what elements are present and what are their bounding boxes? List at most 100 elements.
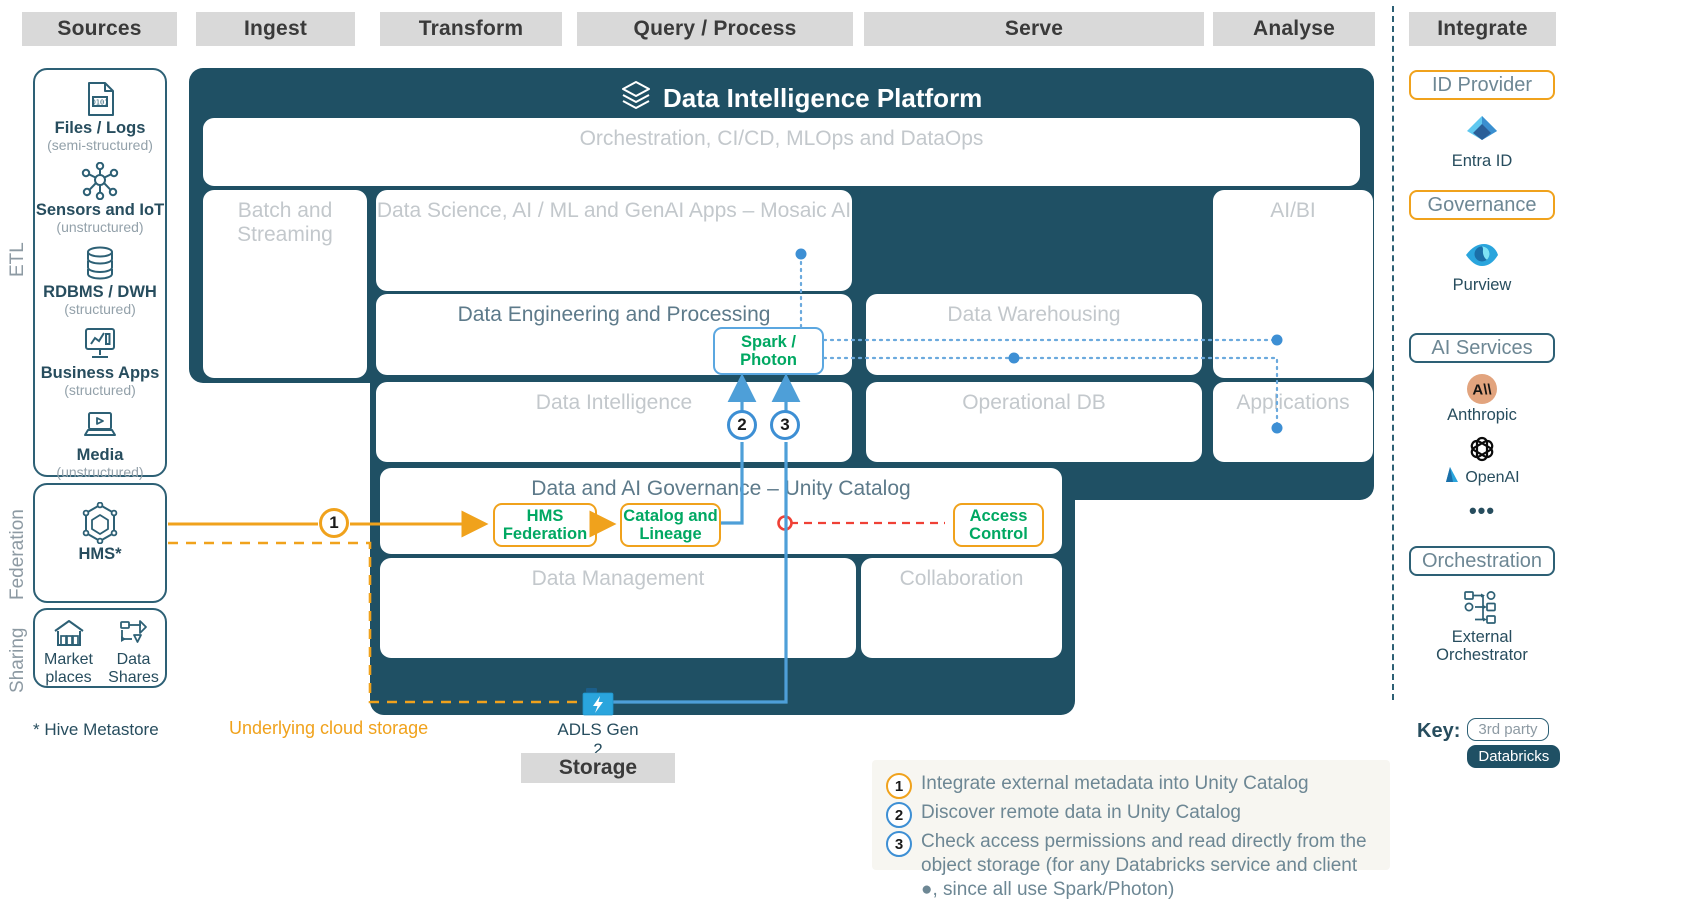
rail-label-federation: Federation [6,490,30,620]
box-label: Orchestration, CI/CD, MLOps and DataOps [579,127,984,150]
openai-icon [1409,432,1555,466]
pill-label: Governance [1427,193,1537,216]
catalog-line1: Catalog and [623,506,718,525]
pill-label: ID Provider [1431,73,1533,96]
box-collaboration[interactable]: Collaboration [861,558,1062,658]
sharing-card: Market places Data Shares [33,608,167,688]
federation-name: HMS* [78,545,122,563]
step-circle-3[interactable]: 3 [770,410,800,440]
box-batch-streaming[interactable]: Batch and Streaming [203,190,367,378]
box-access-control[interactable]: Access Control [953,503,1044,547]
step-number: 3 [780,415,790,434]
source-item-media[interactable]: Media (unstructured) [35,407,165,480]
purview-icon [1409,234,1555,276]
box-mosaic-ai[interactable]: Data Science, AI / ML and GenAI Apps – M… [376,190,852,291]
integrate-item-name-line2: Orchestrator [1436,646,1528,665]
federation-item-hms: HMS* [35,502,165,564]
box-ai-bi[interactable]: AI/BI [1213,190,1373,378]
box-operational-db[interactable]: Operational DB [866,382,1202,462]
phase-query-process: Query / Process [577,12,853,46]
source-sub: (unstructured) [56,218,144,235]
source-sub: (structured) [64,381,136,398]
source-item-sensors-iot[interactable]: Sensors and IoT (unstructured) [35,162,165,235]
step-circle-1[interactable]: 1 [319,508,349,538]
source-name: Media [76,446,124,464]
adls-gen2-node[interactable]: ADLS Gen 2 [553,686,643,760]
box-data-warehousing[interactable]: Data Warehousing [866,294,1202,375]
rail-label-sharing: Sharing [6,615,30,705]
database-icon [35,244,165,282]
source-sub: (structured) [64,300,136,317]
legend-row-3: 3 Check access permissions and read dire… [886,830,1374,902]
phase-ingest: Ingest [196,12,355,46]
box-applications[interactable]: Applications [1213,382,1373,462]
box-spark-photon[interactable]: Spark / Photon [713,327,824,375]
integrate-item-more: ••• [1409,498,1555,524]
legend-text: Discover remote data in Unity Catalog [921,802,1241,823]
phase-label: Sources [57,17,142,40]
box-label: Operational DB [962,391,1106,414]
sharing-name-line2: Shares [108,669,159,686]
box-label: Data Warehousing [947,303,1121,326]
step-circle-2[interactable]: 2 [727,410,757,440]
spark-line2: Photon [740,351,797,369]
integrate-item-name-line1: External [1451,628,1513,646]
iot-network-icon [35,162,165,200]
source-name: RDBMS / DWH [43,283,157,301]
marketplace-icon [37,617,100,649]
key-tag-third-party: 3rd party [1467,718,1549,741]
anthropic-icon: A\\ [1409,372,1555,406]
sources-etl-card: 0101 Files / Logs (semi-structured) Sens… [33,68,167,480]
integrate-item-purview[interactable]: Purview [1409,234,1555,294]
pill-ai-services[interactable]: AI Services [1409,333,1555,363]
legend-row-1: 1 Integrate external metadata into Unity… [886,772,1374,799]
source-item-business-apps[interactable]: Business Apps (structured) [35,325,165,398]
box-label: Data Science, AI / ML and GenAI Apps – M… [376,199,852,222]
source-sub: (semi-structured) [47,136,153,153]
key-label: Key: [1417,720,1461,742]
source-item-rdbms-dwh[interactable]: RDBMS / DWH (structured) [35,244,165,317]
sharing-item-marketplaces[interactable]: Market places [37,617,100,687]
rail-text: ETL [7,242,28,278]
integrate-item-name: Purview [1452,276,1512,294]
box-data-management[interactable]: Data Management [380,558,856,658]
box-hms-federation[interactable]: HMS Federation [493,503,597,547]
source-item-files-logs[interactable]: 0101 Files / Logs (semi-structured) [35,80,165,153]
box-orchestration[interactable]: Orchestration, CI/CD, MLOps and DataOps [203,118,1360,186]
phase-serve: Serve [864,12,1204,46]
box-label: Batch and Streaming [237,190,333,378]
integrate-item-anthropic[interactable]: A\\ Anthropic [1409,372,1555,424]
integrate-divider [1392,6,1394,700]
pill-id-provider[interactable]: ID Provider [1409,70,1555,100]
legend-text: Check access permissions and read direct… [921,831,1367,900]
integrate-item-name: Anthropic [1447,406,1517,424]
box-label: Data Engineering and Processing [457,303,771,326]
pill-orchestration[interactable]: Orchestration [1409,546,1555,576]
box-label-line2: Streaming [237,222,333,246]
phase-label: Integrate [1437,17,1528,40]
entra-id-icon [1409,110,1555,152]
source-sub: (unstructured) [56,463,144,480]
integrate-item-external-orchestrator[interactable]: External Orchestrator [1409,588,1555,665]
pill-governance[interactable]: Governance [1409,190,1555,220]
legend-number: 3 [886,831,912,857]
integrate-item-openai[interactable]: OpenAI [1409,432,1555,489]
box-label-line1: Batch and [237,199,333,222]
adls-storage-icon [553,686,643,718]
catalog-line2: Lineage [639,525,702,543]
key-tag-databricks: Databricks [1467,745,1561,768]
hexagon-cube-icon [35,502,165,544]
step-number: 1 [329,513,339,532]
access-line1: Access [969,506,1028,525]
box-label: Data Management [531,567,705,590]
integrate-item-entra-id[interactable]: Entra ID [1409,110,1555,170]
legend-number: 1 [886,773,912,799]
box-catalog-lineage[interactable]: Catalog and Lineage [620,503,721,547]
phase-sources: Sources [22,12,177,46]
ellipsis-icon: ••• [1468,498,1496,523]
sharing-item-data-shares[interactable]: Data Shares [102,617,165,687]
phase-label: Query / Process [633,17,797,40]
federation-hms-card[interactable]: HMS* [33,483,167,603]
orchestrator-flow-icon [1409,588,1555,628]
phase-integrate: Integrate [1409,12,1556,46]
